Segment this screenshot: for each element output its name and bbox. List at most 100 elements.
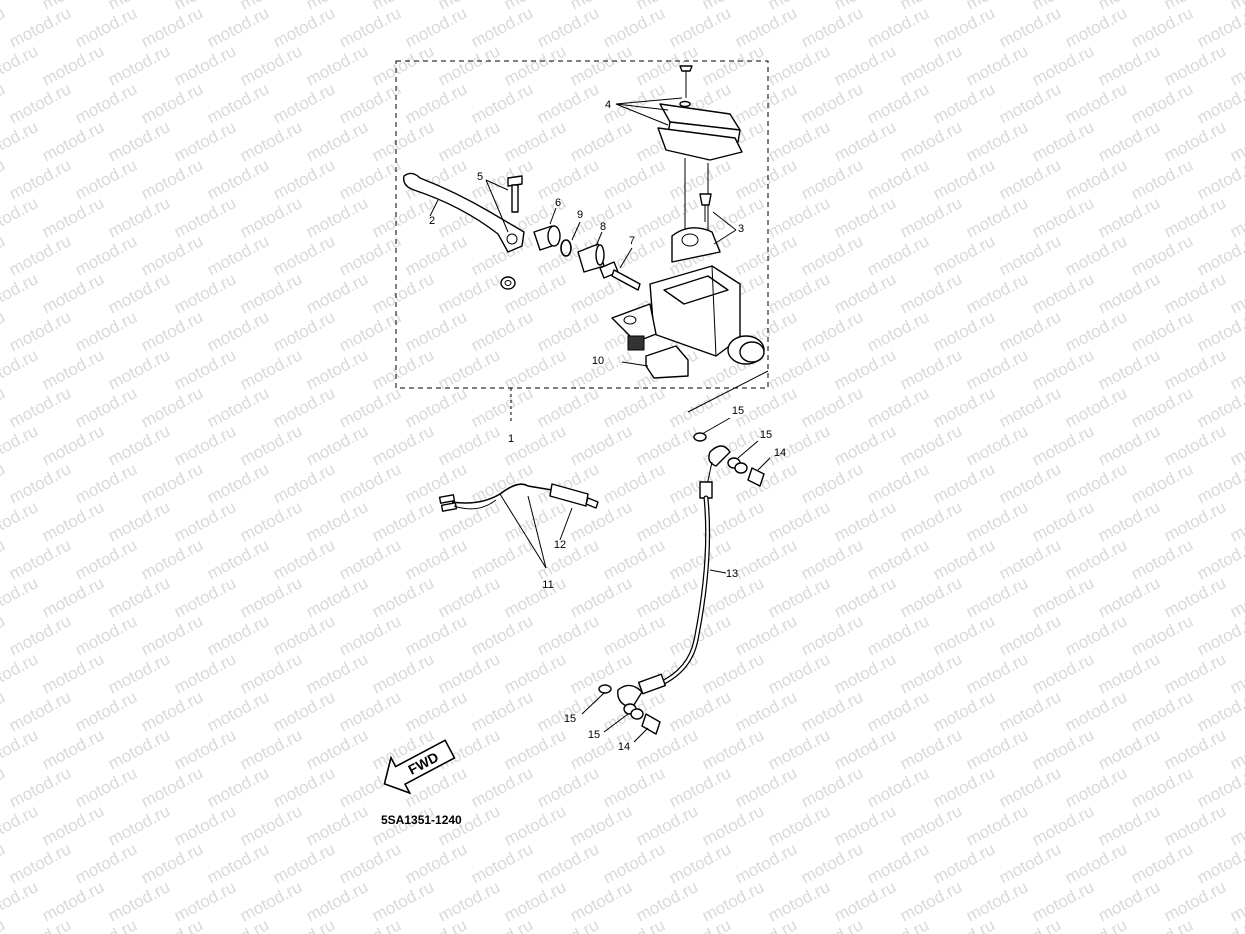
- watermark-text: motod.ru: [171, 193, 239, 241]
- pivot-bolt: [507, 175, 523, 213]
- watermark-text: motod.ru: [1062, 155, 1130, 203]
- callout-c14a: 14: [774, 447, 786, 459]
- watermark-text: motod.ru: [72, 155, 140, 203]
- watermark-text: motod.ru: [831, 725, 899, 773]
- watermark-text: motod.ru: [897, 649, 965, 697]
- watermark-text: motod.ru: [1095, 573, 1163, 621]
- watermark-text: motod.ru: [369, 345, 437, 393]
- watermark-text: motod.ru: [138, 3, 206, 51]
- watermark-text: motod.ru: [0, 421, 41, 469]
- callout-c15c: 15: [564, 713, 576, 725]
- watermark-text: motod.ru: [138, 611, 206, 659]
- watermark-text: motod.ru: [303, 345, 371, 393]
- watermark-text: motod.ru: [435, 41, 503, 89]
- watermark-text: motod.ru: [1029, 117, 1097, 165]
- watermark-text: motod.ru: [0, 155, 8, 203]
- watermark-text: motod.ru: [1128, 915, 1196, 934]
- watermark-text: motod.ru: [930, 611, 998, 659]
- watermark-text: motod.ru: [765, 41, 833, 89]
- watermark-text: motod.ru: [996, 535, 1064, 583]
- callout-c12: 12: [554, 539, 566, 551]
- watermark-text: motod.ru: [237, 649, 305, 697]
- watermark-text: motod.ru: [138, 307, 206, 355]
- watermark-text: motod.ru: [501, 269, 569, 317]
- watermark-text: motod.ru: [831, 497, 899, 545]
- watermark-text: motod.ru: [0, 459, 8, 507]
- watermark-text: motod.ru: [1062, 687, 1130, 735]
- watermark-text: motod.ru: [72, 535, 140, 583]
- watermark-text: motod.ru: [501, 421, 569, 469]
- watermark-text: motod.ru: [1227, 421, 1245, 469]
- watermark-text: motod.ru: [468, 915, 536, 934]
- watermark-text: motod.ru: [6, 3, 74, 51]
- watermark-text: motod.ru: [1227, 573, 1245, 621]
- watermark-text: motod.ru: [1062, 231, 1130, 279]
- watermark-text: motod.ru: [6, 459, 74, 507]
- watermark-text: motod.ru: [1227, 269, 1245, 317]
- watermark-text: motod.ru: [1029, 725, 1097, 773]
- watermark-text: motod.ru: [732, 611, 800, 659]
- watermark-text: motod.ru: [897, 573, 965, 621]
- watermark-text: motod.ru: [732, 155, 800, 203]
- watermark-text: motod.ru: [699, 573, 767, 621]
- watermark-text: motod.ru: [1227, 877, 1245, 925]
- callout-c14b: 14: [618, 741, 630, 753]
- watermark-text: motod.ru: [39, 269, 107, 317]
- watermark-text: motod.ru: [237, 193, 305, 241]
- watermark-text: motod.ru: [798, 79, 866, 127]
- watermark-text: motod.ru: [105, 269, 173, 317]
- watermark-text: motod.ru: [336, 307, 404, 355]
- watermark-text: motod.ru: [1062, 3, 1130, 51]
- callout-c5: 5: [477, 171, 483, 183]
- watermark-text: motod.ru: [39, 801, 107, 849]
- watermark-text: motod.ru: [930, 155, 998, 203]
- watermark-text: motod.ru: [1062, 915, 1130, 934]
- watermark-text: motod.ru: [1029, 801, 1097, 849]
- watermark-text: motod.ru: [567, 421, 635, 469]
- watermark-text: motod.ru: [1062, 839, 1130, 887]
- watermark-text: motod.ru: [600, 839, 668, 887]
- watermark-text: motod.ru: [303, 41, 371, 89]
- watermark-text: motod.ru: [534, 307, 602, 355]
- watermark-text: motod.ru: [204, 763, 272, 811]
- watermark-text: motod.ru: [369, 41, 437, 89]
- watermark-text: motod.ru: [0, 383, 8, 431]
- watermark-text: motod.ru: [666, 3, 734, 51]
- watermark-text: motod.ru: [204, 839, 272, 887]
- watermark-text: motod.ru: [270, 915, 338, 934]
- watermark-text: motod.ru: [1161, 725, 1229, 773]
- watermark-text: motod.ru: [204, 79, 272, 127]
- watermark-text: motod.ru: [171, 497, 239, 545]
- watermark-text: motod.ru: [402, 231, 470, 279]
- watermark-text: motod.ru: [402, 459, 470, 507]
- watermark-text: motod.ru: [798, 915, 866, 934]
- reservoir-cap: [657, 65, 743, 161]
- watermark-text: motod.ru: [732, 79, 800, 127]
- watermark-text: motod.ru: [963, 269, 1031, 317]
- watermark-text: motod.ru: [864, 155, 932, 203]
- watermark-text: motod.ru: [0, 839, 8, 887]
- watermark-text: motod.ru: [1161, 117, 1229, 165]
- watermark-text: motod.ru: [39, 193, 107, 241]
- watermark-text: motod.ru: [1128, 231, 1196, 279]
- watermark-text: motod.ru: [996, 231, 1064, 279]
- watermark-text: motod.ru: [303, 269, 371, 317]
- watermark-text: motod.ru: [105, 41, 173, 89]
- leader-boundary-hose: [687, 370, 769, 413]
- watermark-text: motod.ru: [798, 459, 866, 507]
- watermark-text: motod.ru: [798, 3, 866, 51]
- watermark-text: motod.ru: [0, 877, 41, 925]
- watermark-text: motod.ru: [534, 155, 602, 203]
- watermark-text: motod.ru: [6, 611, 74, 659]
- watermark-text: motod.ru: [699, 877, 767, 925]
- watermark-text: motod.ru: [39, 345, 107, 393]
- watermark-text: motod.ru: [996, 383, 1064, 431]
- watermark-text: motod.ru: [501, 725, 569, 773]
- watermark-text: motod.ru: [732, 3, 800, 51]
- circlip: [560, 239, 572, 257]
- watermark-text: motod.ru: [435, 421, 503, 469]
- watermark-text: motod.ru: [666, 839, 734, 887]
- assembly-boundary: [395, 60, 769, 389]
- watermark-text: motod.ru: [336, 155, 404, 203]
- watermark-text: motod.ru: [237, 269, 305, 317]
